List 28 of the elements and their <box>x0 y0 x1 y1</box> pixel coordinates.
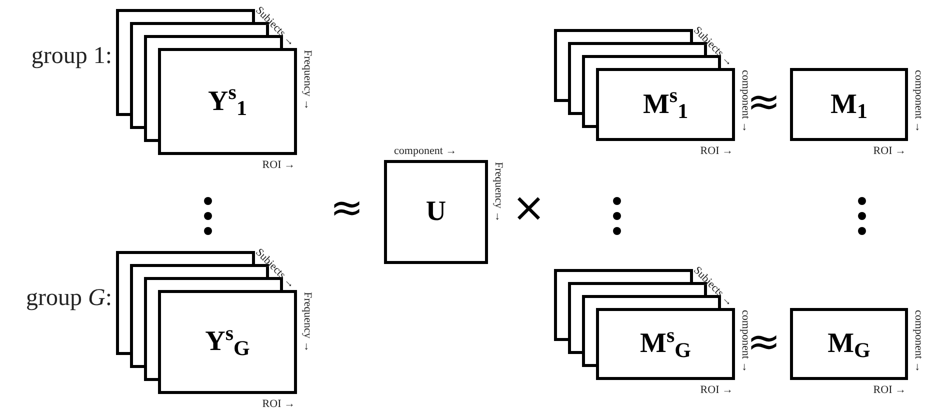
axis-label: component → <box>912 70 926 133</box>
matrix-box <box>596 308 735 380</box>
matrix-box <box>790 68 908 141</box>
operator-symbol: × <box>512 188 546 228</box>
matrix-symbol: U <box>426 195 446 229</box>
axis-label: Frequency → <box>492 162 506 222</box>
matrix-box <box>158 290 297 394</box>
operator-symbol: ≈ <box>330 188 364 228</box>
matrix-box <box>384 160 488 264</box>
axis-label: ROI → <box>262 397 295 412</box>
axis-label: Frequency → <box>300 292 314 352</box>
matrix-box <box>158 48 297 155</box>
axis-label: ROI → <box>262 158 295 173</box>
axis-label: ROI → <box>700 383 733 398</box>
axis-label: component → <box>738 70 752 133</box>
matrix-symbol: M$_{1}$ <box>830 88 868 125</box>
axis-label: component → <box>912 310 926 373</box>
axis-label: component → <box>394 144 457 159</box>
axis-label: ROI → <box>873 383 906 398</box>
matrix-box <box>596 68 735 141</box>
axis-label: ROI → <box>873 144 906 159</box>
group-label: group G: <box>26 284 112 313</box>
matrix-symbol: M$_{G}$ <box>828 327 870 364</box>
axis-label: ROI → <box>700 144 733 159</box>
axis-label: component → <box>738 310 752 373</box>
group-label: group 1: <box>31 42 112 71</box>
matrix-box <box>790 308 908 380</box>
axis-label: Frequency → <box>300 50 314 110</box>
